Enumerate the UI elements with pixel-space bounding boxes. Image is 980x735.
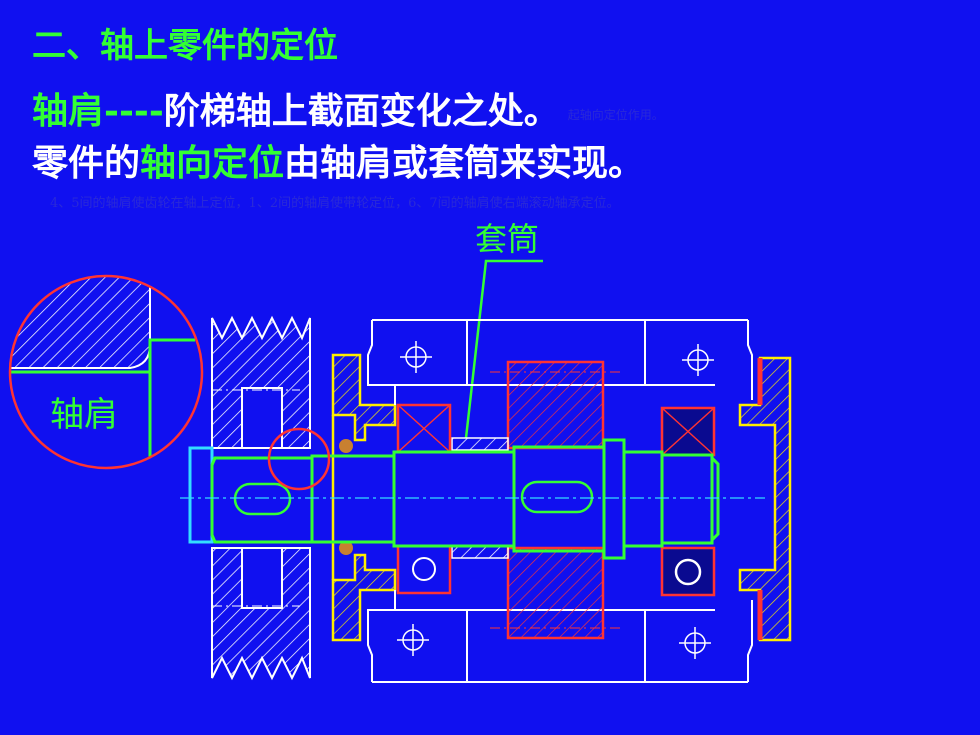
right-bearing [660, 406, 716, 597]
shoulder-label: 轴肩 [50, 395, 118, 435]
shoulder-definition: 阶梯轴上截面变化之处。 [163, 90, 560, 132]
positioning-part2: 由轴肩或套筒来实现。 [284, 142, 645, 184]
magnifier-circle [8, 274, 204, 470]
left-bearing-cover [331, 353, 397, 642]
sleeve-bottom [451, 545, 509, 559]
shoulder-term: 轴肩---- [32, 90, 164, 132]
positioning-line: 零件的轴向定位由轴肩或套筒来实现。 [32, 134, 644, 186]
positioning-part1: 零件的 [32, 142, 141, 184]
sleeve-top [451, 437, 509, 451]
sleeve-label: 套筒 [475, 220, 539, 258]
page-title: 二、轴上零件的定位 [32, 26, 338, 66]
faint-explanation: 4、5间的轴肩使齿轮在轴上定位，1、2间的轴肩使带轮定位，6、7间的轴肩使右端滚… [50, 196, 620, 211]
shoulder-marker-circle [267, 427, 331, 491]
stepped-shaft [180, 438, 765, 560]
magnified-detail: 轴肩 [8, 274, 204, 470]
left-bearing [396, 403, 452, 595]
sleeve-leader-line [464, 259, 543, 439]
pulley [211, 315, 311, 681]
axial-positioning-term: 轴向定位 [140, 142, 285, 184]
shoulder-note: 起轴向定位作用。 [567, 107, 664, 122]
right-bearing-cover [738, 356, 792, 642]
shaft-end-cap [188, 446, 214, 544]
gear [490, 360, 620, 640]
definition-line: 轴肩----阶梯轴上截面变化之处。起轴向定位作用。 [32, 82, 664, 134]
